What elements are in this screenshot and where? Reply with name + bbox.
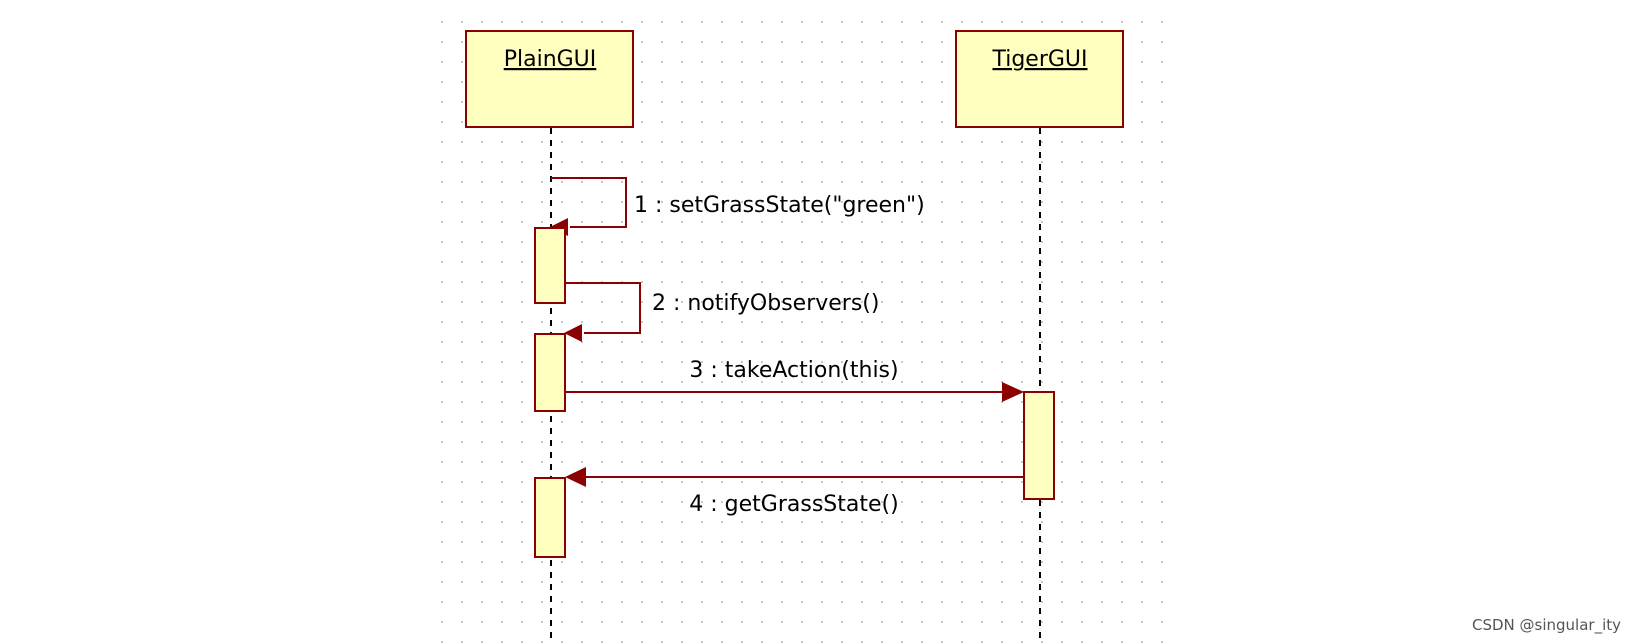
message-4[interactable]: 4 : getGrassState()	[565, 467, 1024, 517]
watermark-text: CSDN @singular_ity	[1472, 616, 1621, 635]
activation-bar	[534, 477, 566, 558]
message-label: 2 : notifyObservers()	[652, 291, 879, 316]
message-arrow-line	[565, 282, 641, 334]
message-label: 1 : setGrassState("green")	[634, 193, 925, 218]
participant-label: TigerGUI	[991, 47, 1087, 72]
activation-bar	[534, 333, 566, 412]
activation-bar	[1023, 391, 1055, 500]
arrowhead-icon	[565, 467, 586, 487]
arrowhead-icon	[564, 324, 582, 342]
participant-plaingui[interactable]: PlainGUI	[465, 30, 634, 128]
message-3[interactable]: 3 : takeAction(this)	[565, 358, 1024, 402]
participant-label: PlainGUI	[504, 47, 597, 72]
arrowhead-icon	[1002, 382, 1024, 402]
message-label: 4 : getGrassState()	[689, 492, 898, 517]
participant-tigergui[interactable]: TigerGUI	[955, 30, 1124, 128]
participant-box	[465, 30, 634, 128]
message-label: 3 : takeAction(this)	[689, 358, 898, 383]
participant-box	[955, 30, 1124, 128]
activation-bar	[534, 227, 566, 304]
message-arrow-line	[551, 177, 627, 228]
message-2[interactable]: 2 : notifyObservers()	[564, 282, 879, 342]
